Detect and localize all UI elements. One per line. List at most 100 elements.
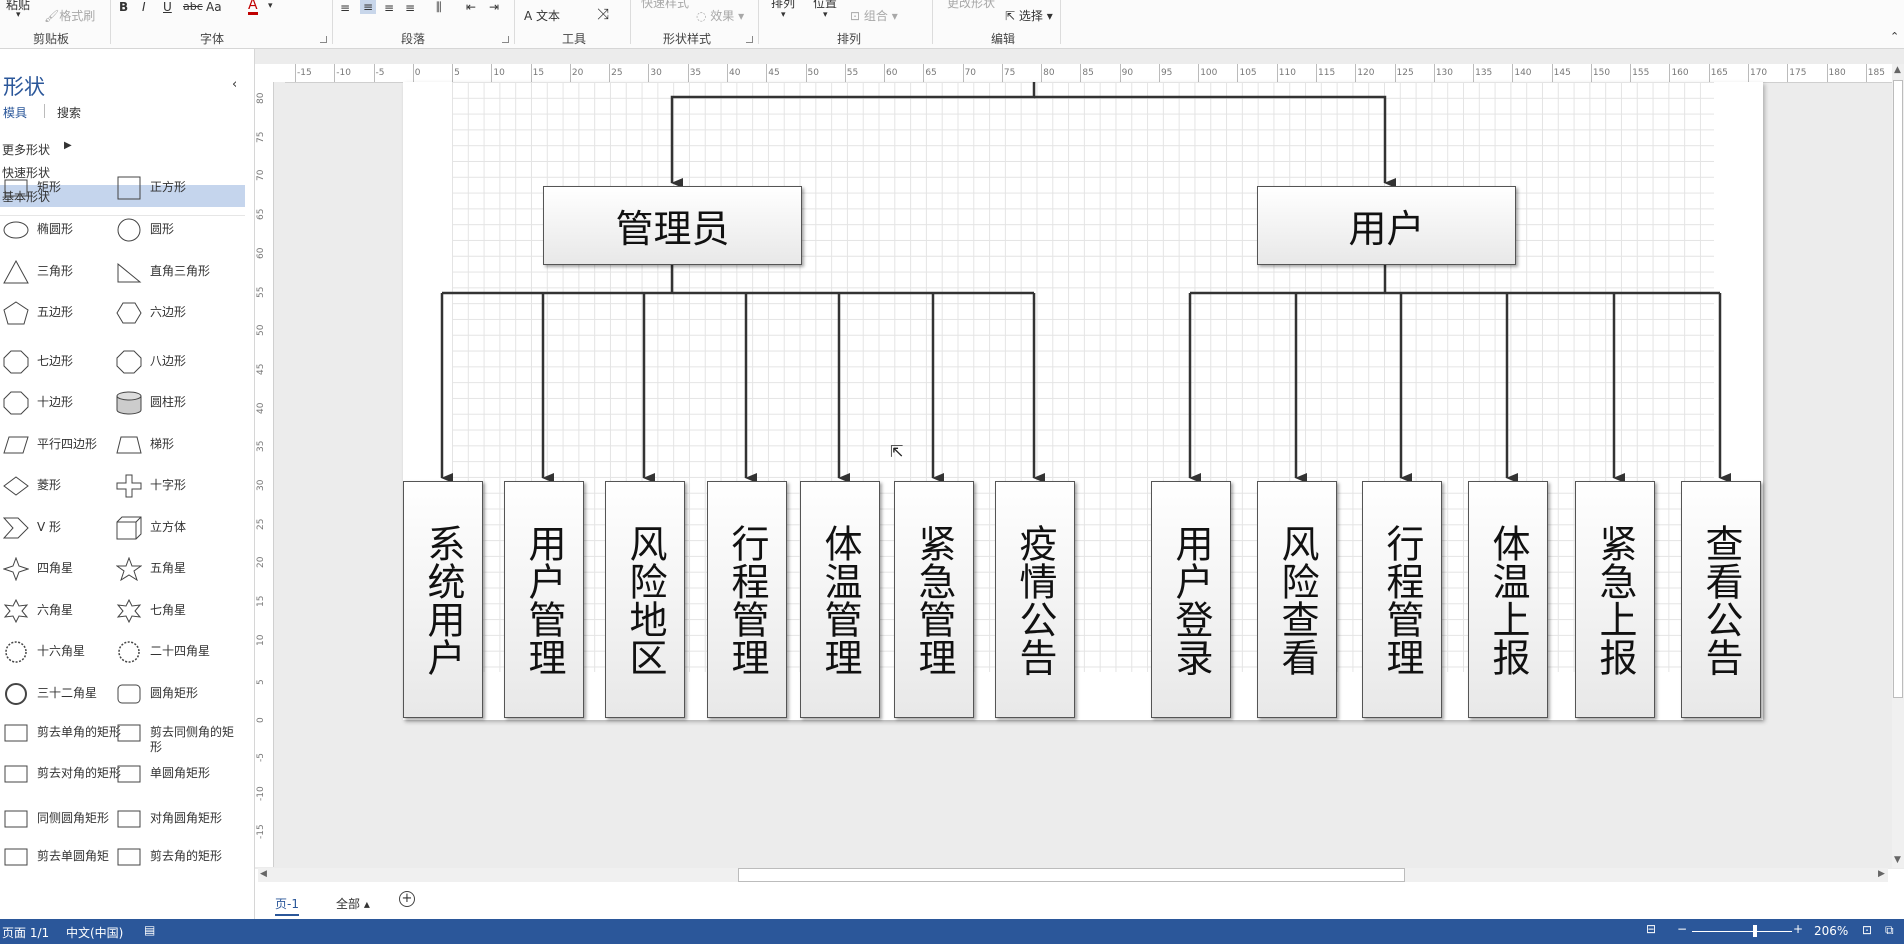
tab-stencil[interactable]: 模具 [3,106,28,120]
shape-item[interactable]: 七角星 [116,599,236,631]
shape-item[interactable]: 直角三角形 [116,260,236,292]
admin-child-node[interactable]: 紧急管理 [894,481,974,718]
node-user[interactable]: 用户 [1257,186,1516,265]
add-page-icon[interactable]: + [399,891,415,907]
horizontal-scroll-thumb[interactable] [738,868,1405,882]
fit-page-icon[interactable]: ⊡ [1862,923,1873,937]
quick-shapes-item[interactable]: 快速形状 [2,166,51,180]
decrease-indent-icon[interactable]: ⇤ [466,0,477,14]
shape-item[interactable]: 五角星 [116,557,236,589]
text-tool-button[interactable]: A 文本 [524,9,561,23]
more-shapes-item[interactable]: 更多形状 [2,143,51,157]
presentation-mode-icon[interactable]: ⊟ [1646,922,1657,936]
increase-indent-icon[interactable]: ⇥ [489,0,500,14]
connector-tool-icon[interactable]: ⤨ [597,5,610,23]
all-pages-button[interactable]: 全部 ▴ [336,897,370,911]
zoom-slider-thumb[interactable] [1753,925,1757,937]
change-shape-button[interactable]: 更改形状 [947,0,996,10]
shape-item[interactable]: V 形 [3,516,123,548]
arrange-button[interactable]: 排列 [771,0,796,10]
align-left-icon[interactable]: ≡ [340,1,351,15]
paste-button[interactable]: 粘贴 [6,0,31,12]
shape-item[interactable]: 五边形 [3,301,123,333]
position-dropdown-icon[interactable]: ▾ [823,10,828,20]
shape-item[interactable]: 矩形 [3,176,123,208]
shape-item[interactable]: 三角形 [3,260,123,292]
admin-child-node[interactable]: 用户管理 [504,481,584,718]
shape-item[interactable]: 四角星 [3,557,123,589]
justify-icon[interactable]: ≡ [405,1,416,15]
shape-item[interactable]: 椭圆形 [3,218,123,250]
shape-item[interactable]: 对角圆角矩形 [116,807,236,839]
shape-item[interactable]: 圆柱形 [116,391,236,423]
shape-item[interactable]: 剪去角的矩形 [116,845,236,877]
align-center-icon[interactable]: ≡ [360,0,377,14]
strikethrough-button[interactable]: abc [183,0,203,13]
vertical-scroll-thumb[interactable] [1893,80,1903,698]
zoom-level[interactable]: 206% [1814,924,1849,938]
collapse-ribbon-icon[interactable]: ⌃ [1890,30,1900,43]
shape-item[interactable]: 立方体 [116,516,236,548]
collapse-pane-icon[interactable]: ‹ [232,77,238,92]
shape-item[interactable]: 平行四边形 [3,433,123,465]
arrange-dropdown-icon[interactable]: ▾ [781,10,786,20]
scroll-up-icon[interactable]: ▲ [1894,65,1901,75]
shape-item[interactable]: 十六角星 [3,640,123,672]
font-color-dropdown-icon[interactable]: ▾ [268,1,273,11]
group-button[interactable]: ⊡ 组合 ▾ [850,9,898,23]
select-button[interactable]: ⇱ 选择 ▾ [1005,9,1053,23]
shape-item[interactable]: 六边形 [116,301,236,333]
macro-icon[interactable]: ▤ [144,923,156,937]
shape-item[interactable]: 六角星 [3,599,123,631]
quick-styles-button[interactable]: 快速样式 [641,0,690,10]
scroll-left-icon[interactable]: ◀ [260,869,267,879]
admin-child-node[interactable]: 系统用户 [403,481,483,718]
shape-item[interactable]: 七边形 [3,350,123,382]
paste-dropdown-icon[interactable]: ▾ [16,10,21,20]
admin-child-node[interactable]: 风险地区 [605,481,685,718]
basic-shapes-item[interactable]: 基本形状 [0,185,245,207]
effects-button[interactable]: ◌ 效果 ▾ [696,9,745,23]
font-size-button[interactable]: Aa [206,0,222,14]
admin-child-node[interactable]: 行程管理 [707,481,787,718]
italic-button[interactable]: I [142,0,146,14]
admin-child-node[interactable]: 体温管理 [800,481,880,718]
shape-item[interactable]: 梯形 [116,433,236,465]
shape-item[interactable]: 十边形 [3,391,123,423]
bold-button[interactable]: B [119,0,129,14]
text-direction-icon[interactable]: ⫼ [436,0,442,14]
node-admin[interactable]: 管理员 [543,186,802,265]
user-child-node[interactable]: 风险查看 [1257,481,1337,718]
shape-item[interactable]: 圆形 [116,218,236,250]
admin-child-node[interactable]: 疫情公告 [995,481,1075,718]
scroll-down-icon[interactable]: ▼ [1894,855,1901,865]
shape-item[interactable]: 二十四角星 [116,640,236,672]
shape-item[interactable]: 正方形 [116,176,236,208]
shape-item[interactable]: 剪去单角的矩形 [3,721,123,753]
align-right-icon[interactable]: ≡ [384,1,395,15]
shape-item[interactable]: 十字形 [116,474,236,506]
shape-item[interactable]: 同侧圆角矩形 [3,807,123,839]
scroll-right-icon[interactable]: ▶ [1878,869,1885,879]
user-child-node[interactable]: 体温上报 [1468,481,1548,718]
shape-item[interactable]: 三十二角星 [3,682,123,714]
font-dialog-launcher-icon[interactable] [320,36,327,43]
shape-item[interactable]: 剪去单圆角矩 [3,845,123,877]
user-child-node[interactable]: 紧急上报 [1575,481,1655,718]
switch-windows-icon[interactable]: ⧉ [1885,923,1894,937]
user-child-node[interactable]: 行程管理 [1362,481,1442,718]
underline-button[interactable]: U [163,0,172,14]
paragraph-dialog-launcher-icon[interactable] [502,36,509,43]
shape-item[interactable]: 单圆角矩形 [116,762,236,794]
shape-item[interactable]: 圆角矩形 [116,682,236,714]
position-button[interactable]: 位置 [813,0,838,10]
language-indicator[interactable]: 中文(中国) [66,926,124,940]
user-child-node[interactable]: 查看公告 [1681,481,1761,718]
shape-item[interactable]: 剪去对角的矩形 [3,762,123,794]
shape-styles-dialog-launcher-icon[interactable] [746,36,753,43]
zoom-in-icon[interactable]: + [1793,922,1804,936]
shape-item[interactable]: 八边形 [116,350,236,382]
zoom-slider[interactable] [1692,931,1792,932]
format-painter-button[interactable]: 🖌格式刷 [44,9,96,23]
page-indicator[interactable]: 页面 1/1 [2,926,50,940]
